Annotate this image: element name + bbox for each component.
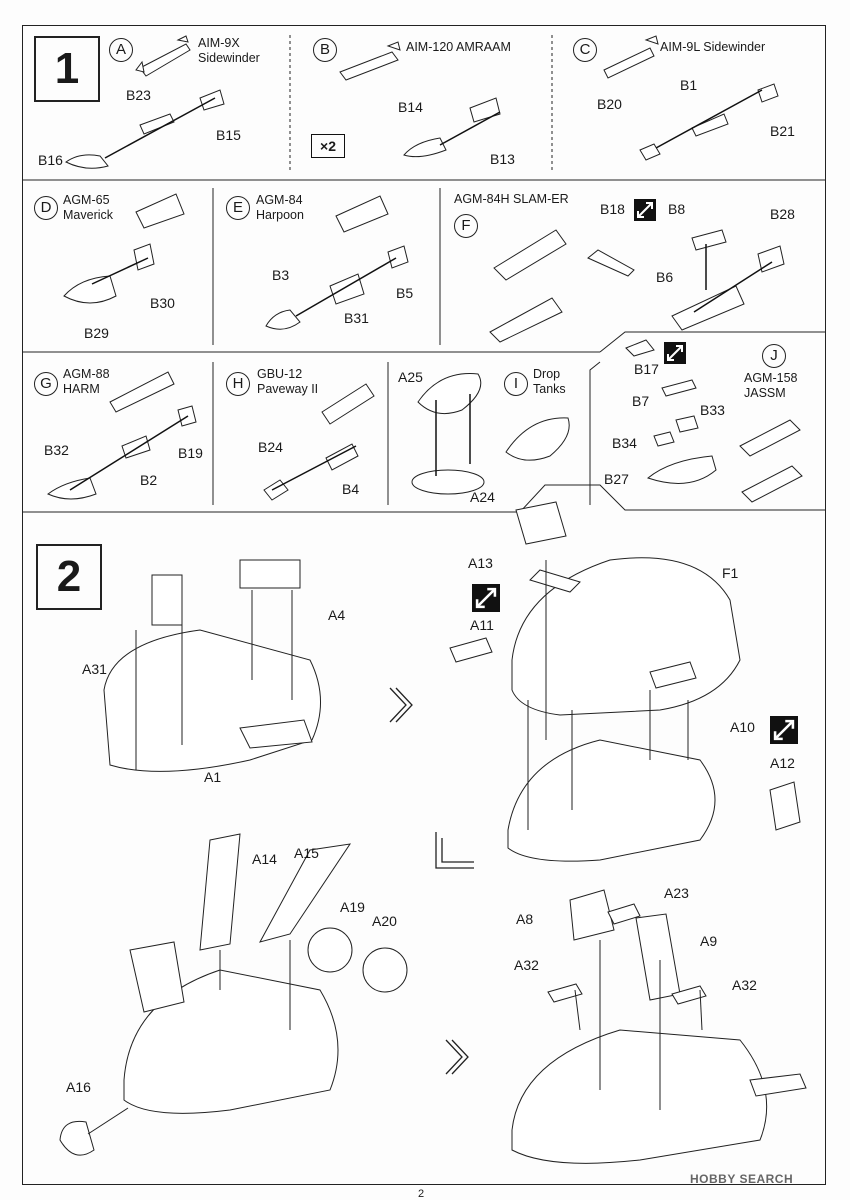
part-label: B1 (680, 77, 698, 93)
part-label: B13 (490, 151, 515, 167)
part-label: A16 (66, 1079, 91, 1095)
variant-h-circle: H (226, 372, 250, 396)
part-label: A25 (398, 369, 423, 385)
variant-c-circle: C (573, 38, 597, 62)
variant-c-name: AIM-9L Sidewinder (660, 40, 766, 54)
variant-a-circle: A (109, 38, 133, 62)
variant-i-circle: I (504, 372, 528, 396)
part-label: B2 (140, 472, 158, 488)
part-label: B27 (604, 471, 629, 487)
step2-lines (87, 560, 703, 1135)
part-label: B34 (612, 435, 637, 451)
quantity-badge: ×2 (311, 134, 345, 158)
part-label: B31 (344, 310, 369, 326)
part-label: B30 (150, 295, 175, 311)
part-label: B3 (272, 267, 290, 283)
part-label: A32 (514, 957, 539, 973)
part-label: B20 (597, 96, 622, 112)
part-label: A23 (664, 885, 689, 901)
part-label: A20 (372, 913, 397, 929)
divider-row2b (599, 331, 826, 353)
part-label: B29 (84, 325, 109, 341)
part-label: B23 (126, 87, 151, 103)
part-label: B19 (178, 445, 203, 461)
part-label: A8 (516, 911, 534, 927)
part-label: B24 (258, 439, 283, 455)
part-label: B7 (632, 393, 650, 409)
watermark: HOBBY SEARCH (690, 1172, 794, 1186)
part-label: B33 (700, 402, 725, 418)
part-label: B21 (770, 123, 795, 139)
alternative-part-icon (634, 199, 656, 221)
variant-e-circle: E (226, 196, 250, 220)
page-frame (22, 25, 826, 1185)
step-1-number: 1 (34, 36, 100, 102)
part-label: A15 (294, 845, 319, 861)
part-label: A14 (252, 851, 277, 867)
page-number: 2 (418, 1188, 425, 1200)
part-label: B16 (38, 152, 63, 168)
variant-f-circle: F (454, 214, 478, 238)
part-label: A24 (470, 489, 495, 505)
part-label: A9 (700, 933, 718, 949)
variant-a-name: AIM-9X Sidewinder (198, 36, 260, 65)
variant-e-name: AGM-84 Harpoon (256, 193, 304, 222)
part-label: B6 (656, 269, 674, 285)
variant-b-circle: B (313, 38, 337, 62)
variant-g-name: AGM-88 HARM (63, 367, 110, 396)
assembly-arrows (69, 89, 773, 491)
part-label: B8 (668, 201, 686, 217)
variant-j-circle: J (762, 344, 786, 368)
part-label: B28 (770, 206, 795, 222)
variant-f-name: AGM-84H SLAM-ER (454, 192, 569, 206)
alternative-part-icon (472, 584, 500, 612)
part-label: A11 (470, 617, 494, 633)
part-label: B15 (216, 127, 241, 143)
missile-sketches (47, 35, 803, 503)
part-label: A12 (770, 755, 795, 771)
part-label: A10 (730, 719, 755, 735)
part-label: B32 (44, 442, 69, 458)
part-label: A32 (732, 977, 757, 993)
divider-row3 (22, 484, 826, 513)
variant-i-name: Drop Tanks (533, 367, 566, 396)
variant-b-name: AIM-120 AMRAAM (406, 40, 511, 54)
part-label: B5 (396, 285, 414, 301)
part-label: A13 (468, 555, 493, 571)
part-label: A31 (82, 661, 107, 677)
step-chevrons (389, 687, 474, 1075)
part-label: A1 (204, 769, 222, 785)
variant-j-name: AGM-158 JASSM (744, 371, 798, 400)
part-label: B18 (600, 201, 625, 217)
part-label: F1 (722, 565, 739, 581)
alternative-part-icon (770, 716, 798, 744)
part-label: B4 (342, 481, 360, 497)
part-label: A19 (340, 899, 365, 915)
airframe-sketches (59, 501, 807, 1164)
part-label: B14 (398, 99, 423, 115)
variant-d-circle: D (34, 196, 58, 220)
part-label: A4 (328, 607, 346, 623)
variant-h-name: GBU-12 Paveway II (257, 367, 319, 396)
part-label: B17 (634, 361, 659, 377)
variant-g-circle: G (34, 372, 58, 396)
alternative-part-icon (664, 342, 686, 364)
variant-d-name: AGM-65 Maverick (63, 193, 114, 222)
step-2-number: 2 (36, 544, 102, 610)
